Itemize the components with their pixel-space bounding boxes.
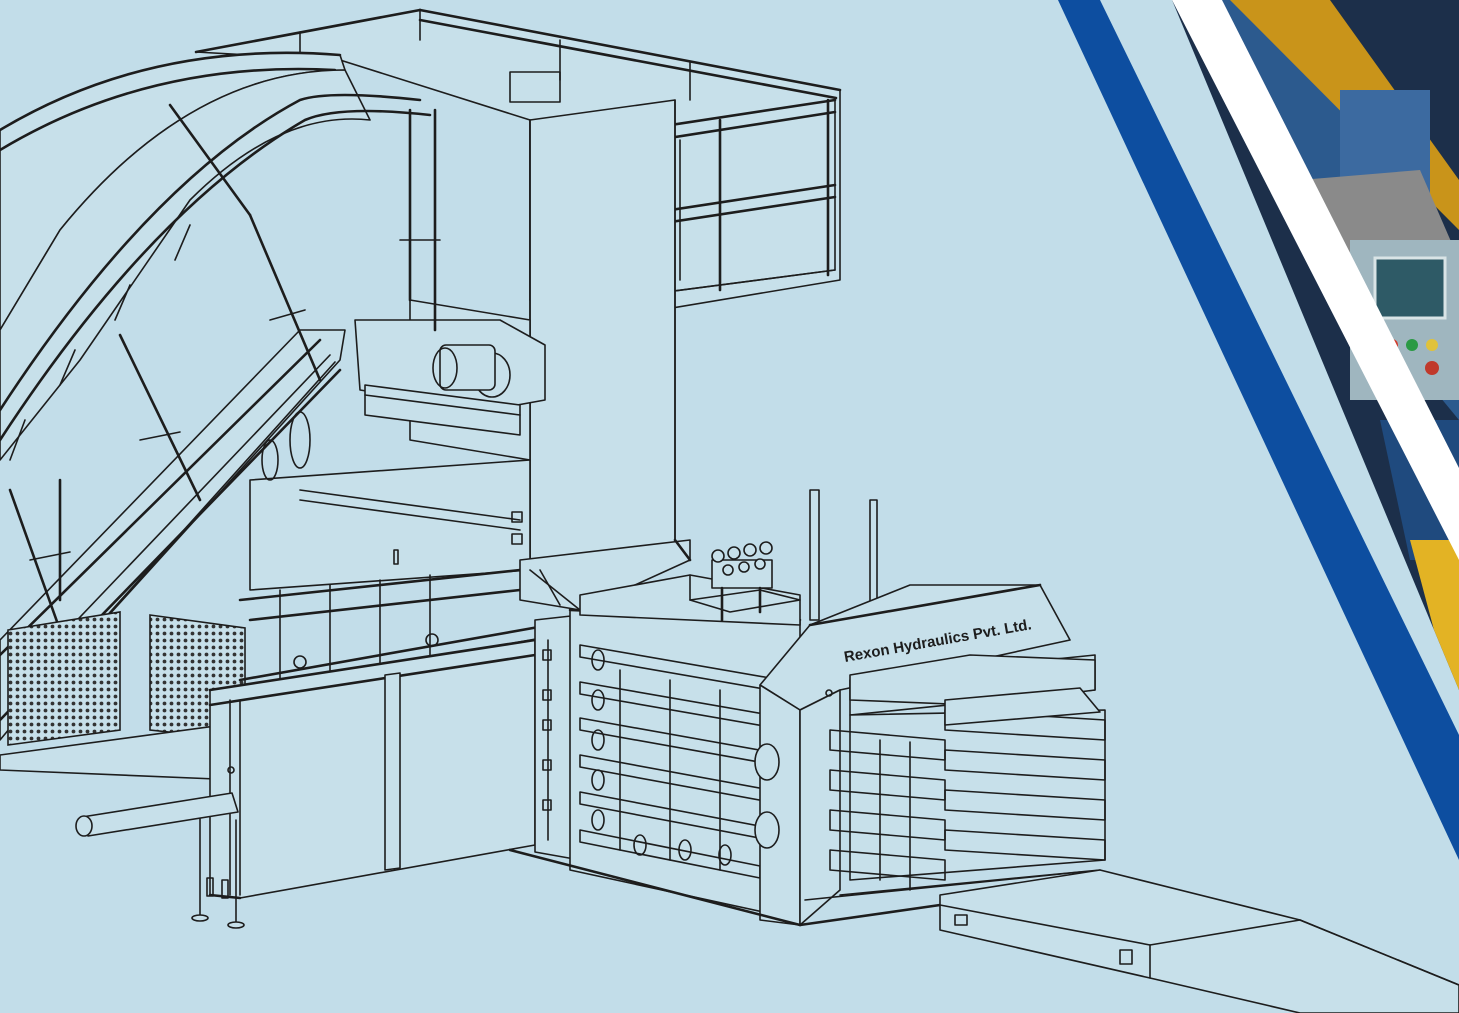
hydraulic-valve-block (689, 541, 801, 622)
blue-stripe (1058, 0, 1459, 860)
feed-inlet (519, 538, 692, 611)
conveyor-motor (354, 319, 546, 436)
press-head-top (849, 654, 1101, 726)
door-handle-bar (75, 792, 239, 837)
discharge-ramp (939, 869, 1459, 1013)
base-rails (508, 848, 1101, 927)
white-stripe (1172, 0, 1459, 560)
control-screen (1373, 256, 1447, 320)
